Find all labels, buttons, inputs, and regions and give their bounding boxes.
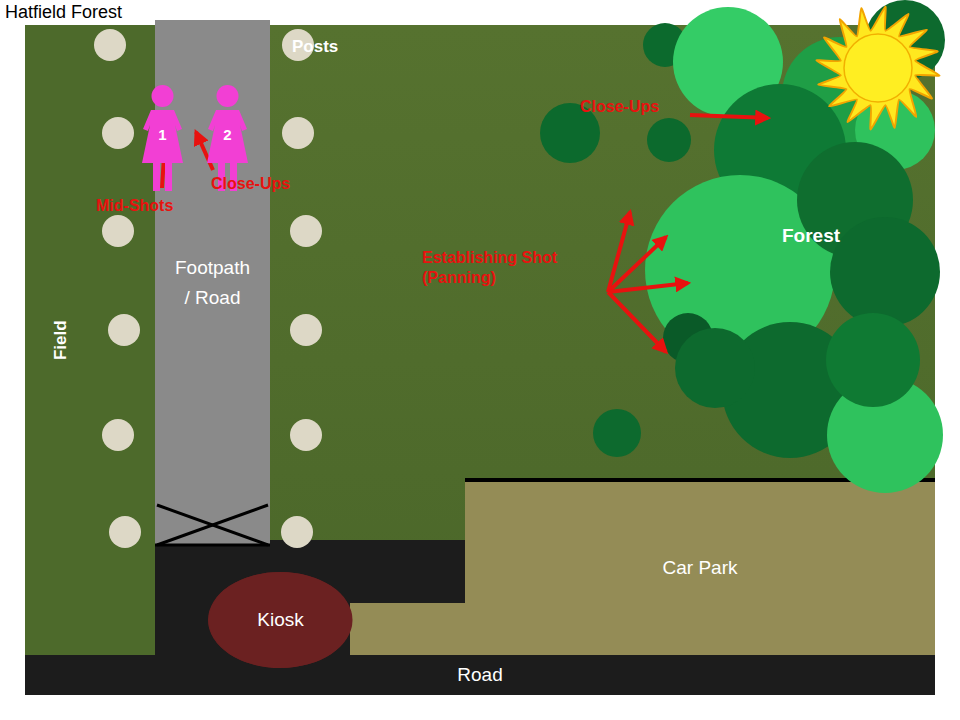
node-text: Road <box>457 664 502 687</box>
barrier-cross <box>157 505 268 545</box>
shot-label: Close-Ups <box>211 174 290 194</box>
shot-label: Close-Ups <box>580 97 659 117</box>
node-text: 2 <box>223 126 231 144</box>
node-text: Kiosk <box>257 609 303 632</box>
posts-label: Posts <box>292 36 338 57</box>
footpath-edge <box>155 544 270 547</box>
forest-label: Forest <box>782 224 840 248</box>
node-text: Field <box>51 320 71 360</box>
post-row <box>94 29 322 548</box>
car-park-area: Car Park <box>465 482 935 655</box>
sun-rays <box>816 6 939 129</box>
car-park-area <box>465 480 935 655</box>
node-text: Footpath / Road <box>175 253 250 312</box>
field-ground <box>25 25 155 655</box>
kiosk-ellipse: Kiosk <box>208 572 353 668</box>
kiosk-ellipse-base <box>208 572 352 668</box>
road-band: Road <box>25 655 935 695</box>
camera-arrows <box>162 115 768 352</box>
sun-disc <box>844 34 912 102</box>
node-text: Car Park <box>663 557 738 580</box>
road-band <box>25 655 935 695</box>
footpath-band: 1 2Footpath / Road <box>155 20 270 545</box>
sun-symbol <box>816 6 939 129</box>
forest-trees <box>540 0 945 493</box>
car-park-entrance <box>350 603 465 655</box>
shot-label: Mid-Shots <box>96 196 173 216</box>
shot-label: Establishing Shot (Panning) <box>422 248 597 288</box>
person-figure: 1 <box>135 83 190 193</box>
node-text: 1 <box>158 126 166 144</box>
map-title: Hatfield Forest <box>5 2 122 23</box>
barrier-cross <box>157 505 268 545</box>
field-region: Field <box>25 25 97 655</box>
